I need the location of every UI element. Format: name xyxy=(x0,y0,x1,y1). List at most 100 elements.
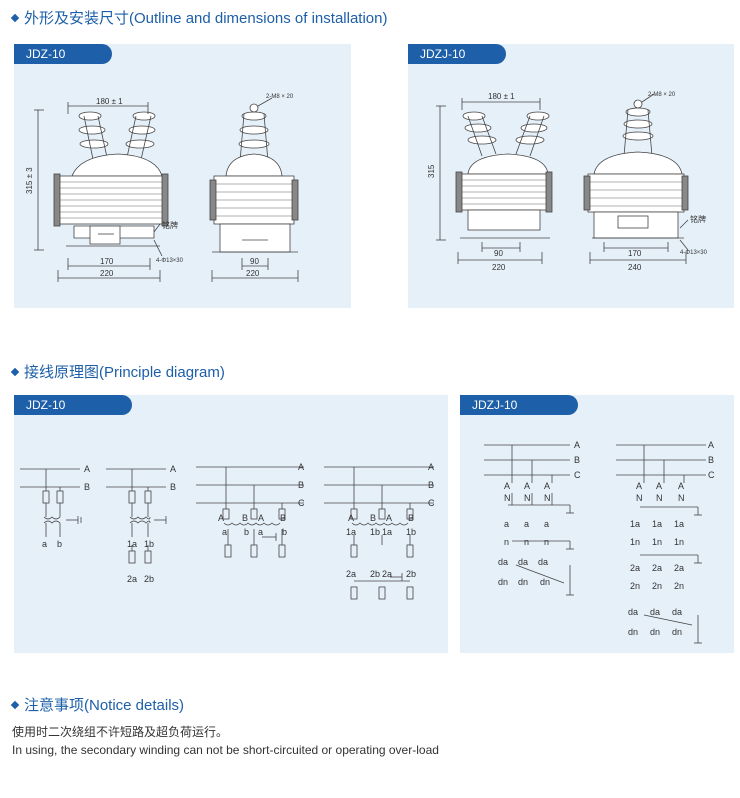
svg-text:B: B xyxy=(170,482,176,492)
svg-text:a: a xyxy=(504,519,509,529)
svg-text:A: A xyxy=(544,481,550,491)
svg-text:B: B xyxy=(574,455,580,465)
label-terminal: 2-M8 × 20 xyxy=(648,92,676,98)
section-title-outline: 外形及安装尺寸(Outline and dimensions of instal… xyxy=(10,7,387,28)
svg-text:2n: 2n xyxy=(652,581,662,591)
panel-label: JDZJ-10 xyxy=(460,395,578,415)
svg-text:da: da xyxy=(628,607,638,617)
dim-bolt-spacing: 170 xyxy=(100,257,114,266)
label-holes: 4-Φ13×30 xyxy=(156,258,184,264)
insulator-left xyxy=(78,111,109,165)
svg-text:da: da xyxy=(650,607,660,617)
svg-text:B: B xyxy=(242,513,248,523)
dim-top-width: 180 ± 1 xyxy=(488,92,515,101)
svg-text:dn: dn xyxy=(672,627,682,637)
svg-text:B: B xyxy=(408,513,414,523)
svg-text:2a: 2a xyxy=(674,563,684,573)
svg-text:n: n xyxy=(544,537,549,547)
svg-text:a: a xyxy=(544,519,549,529)
svg-text:dn: dn xyxy=(518,577,528,587)
dim-height: 315 ± 3 xyxy=(25,167,34,194)
svg-text:A: A xyxy=(504,481,510,491)
svg-text:a: a xyxy=(42,539,47,549)
svg-text:1b: 1b xyxy=(370,527,380,537)
dim-side-spacing: 170 xyxy=(628,249,642,258)
svg-text:C: C xyxy=(574,470,581,480)
svg-text:B: B xyxy=(298,480,304,490)
svg-text:A: A xyxy=(258,513,264,523)
svg-text:2n: 2n xyxy=(630,581,640,591)
svg-text:1a: 1a xyxy=(652,519,662,529)
svg-text:n: n xyxy=(504,537,509,547)
label-nameplate: 铭牌 xyxy=(690,214,706,224)
outline-panel-jdzj: JDZJ-10 xyxy=(408,44,734,308)
svg-text:B: B xyxy=(708,455,714,465)
svg-text:dn: dn xyxy=(540,577,550,587)
svg-text:1n: 1n xyxy=(652,537,662,547)
label-nameplate: 铭牌 xyxy=(162,220,178,230)
svg-text:A: A xyxy=(386,513,392,523)
svg-text:1n: 1n xyxy=(630,537,640,547)
svg-text:a: a xyxy=(222,527,227,537)
diamond-bullet-icon xyxy=(10,13,20,23)
svg-text:A: A xyxy=(656,481,662,491)
svg-text:C: C xyxy=(428,498,435,508)
svg-text:N: N xyxy=(636,493,643,503)
panel-label: JDZJ-10 xyxy=(408,44,506,64)
svg-text:C: C xyxy=(708,470,715,480)
panel-label: JDZ-10 xyxy=(14,395,132,415)
diagram-panel-jdz: JDZ-10 xyxy=(14,395,448,653)
svg-text:2a: 2a xyxy=(382,569,392,579)
svg-text:2n: 2n xyxy=(674,581,684,591)
svg-text:dn: dn xyxy=(650,627,660,637)
svg-text:1a: 1a xyxy=(674,519,684,529)
svg-text:2a: 2a xyxy=(127,574,137,584)
svg-text:N: N xyxy=(544,493,551,503)
diagram-panel-jdzj: JDZJ-10 A B C A A A N N N a a a xyxy=(460,395,734,653)
diamond-bullet-icon xyxy=(10,367,20,377)
jdzj-outline-drawing: 180 ± 1 315 90 220 2-M8 × 20 铭牌 4-Φ13×30… xyxy=(427,92,708,272)
dim-top-width: 180 ± 1 xyxy=(96,97,123,106)
svg-text:A: A xyxy=(636,481,642,491)
svg-text:2a: 2a xyxy=(630,563,640,573)
svg-text:A: A xyxy=(218,513,224,523)
svg-text:B: B xyxy=(428,480,434,490)
label-terminal: 2-M8 × 20 xyxy=(266,94,294,100)
svg-text:A: A xyxy=(428,462,434,472)
dim-inner-spacing: 90 xyxy=(494,249,503,258)
svg-text:N: N xyxy=(656,493,663,503)
svg-text:2b: 2b xyxy=(370,569,380,579)
svg-text:da: da xyxy=(672,607,682,617)
svg-text:1a: 1a xyxy=(382,527,392,537)
svg-text:dn: dn xyxy=(498,577,508,587)
svg-text:n: n xyxy=(524,537,529,547)
jdz-wiring-diagram: A B a b A B 1a 1b 2a 2b A B C A B A B a … xyxy=(20,462,435,600)
svg-text:1a: 1a xyxy=(127,539,137,549)
svg-text:C: C xyxy=(298,498,305,508)
notice-text-en: In using, the secondary winding can not … xyxy=(12,743,439,757)
dim-height: 315 xyxy=(427,164,436,178)
jdz-outline-drawing: 180 ± 1 315 ± 3 170 220 铭牌 4-Φ13×30 2-M8… xyxy=(25,94,299,282)
svg-text:1b: 1b xyxy=(144,539,154,549)
svg-text:da: da xyxy=(538,557,548,567)
svg-text:b: b xyxy=(57,539,62,549)
outline-panel-jdz: JDZ-10 xyxy=(14,44,351,308)
dim-base-width: 220 xyxy=(492,263,506,272)
svg-text:dn: dn xyxy=(628,627,638,637)
svg-text:da: da xyxy=(518,557,528,567)
svg-text:A: A xyxy=(574,440,580,450)
diamond-bullet-icon xyxy=(10,700,20,710)
svg-text:b: b xyxy=(282,527,287,537)
label-holes: 4-Φ13×30 xyxy=(680,250,708,256)
svg-text:A: A xyxy=(348,513,354,523)
dim-side-base: 220 xyxy=(246,269,260,278)
svg-text:2a: 2a xyxy=(652,563,662,573)
svg-text:1n: 1n xyxy=(674,537,684,547)
svg-text:B: B xyxy=(84,482,90,492)
insulator-right xyxy=(125,111,156,165)
jdzj-wiring-diagram: A B C A A A N N N a a a n n n da da da d… xyxy=(484,440,715,644)
svg-text:A: A xyxy=(84,464,90,474)
svg-text:A: A xyxy=(298,462,304,472)
svg-text:1a: 1a xyxy=(630,519,640,529)
notice-text-zh: 使用时二次绕组不许短路及超负荷运行。 xyxy=(12,725,229,739)
